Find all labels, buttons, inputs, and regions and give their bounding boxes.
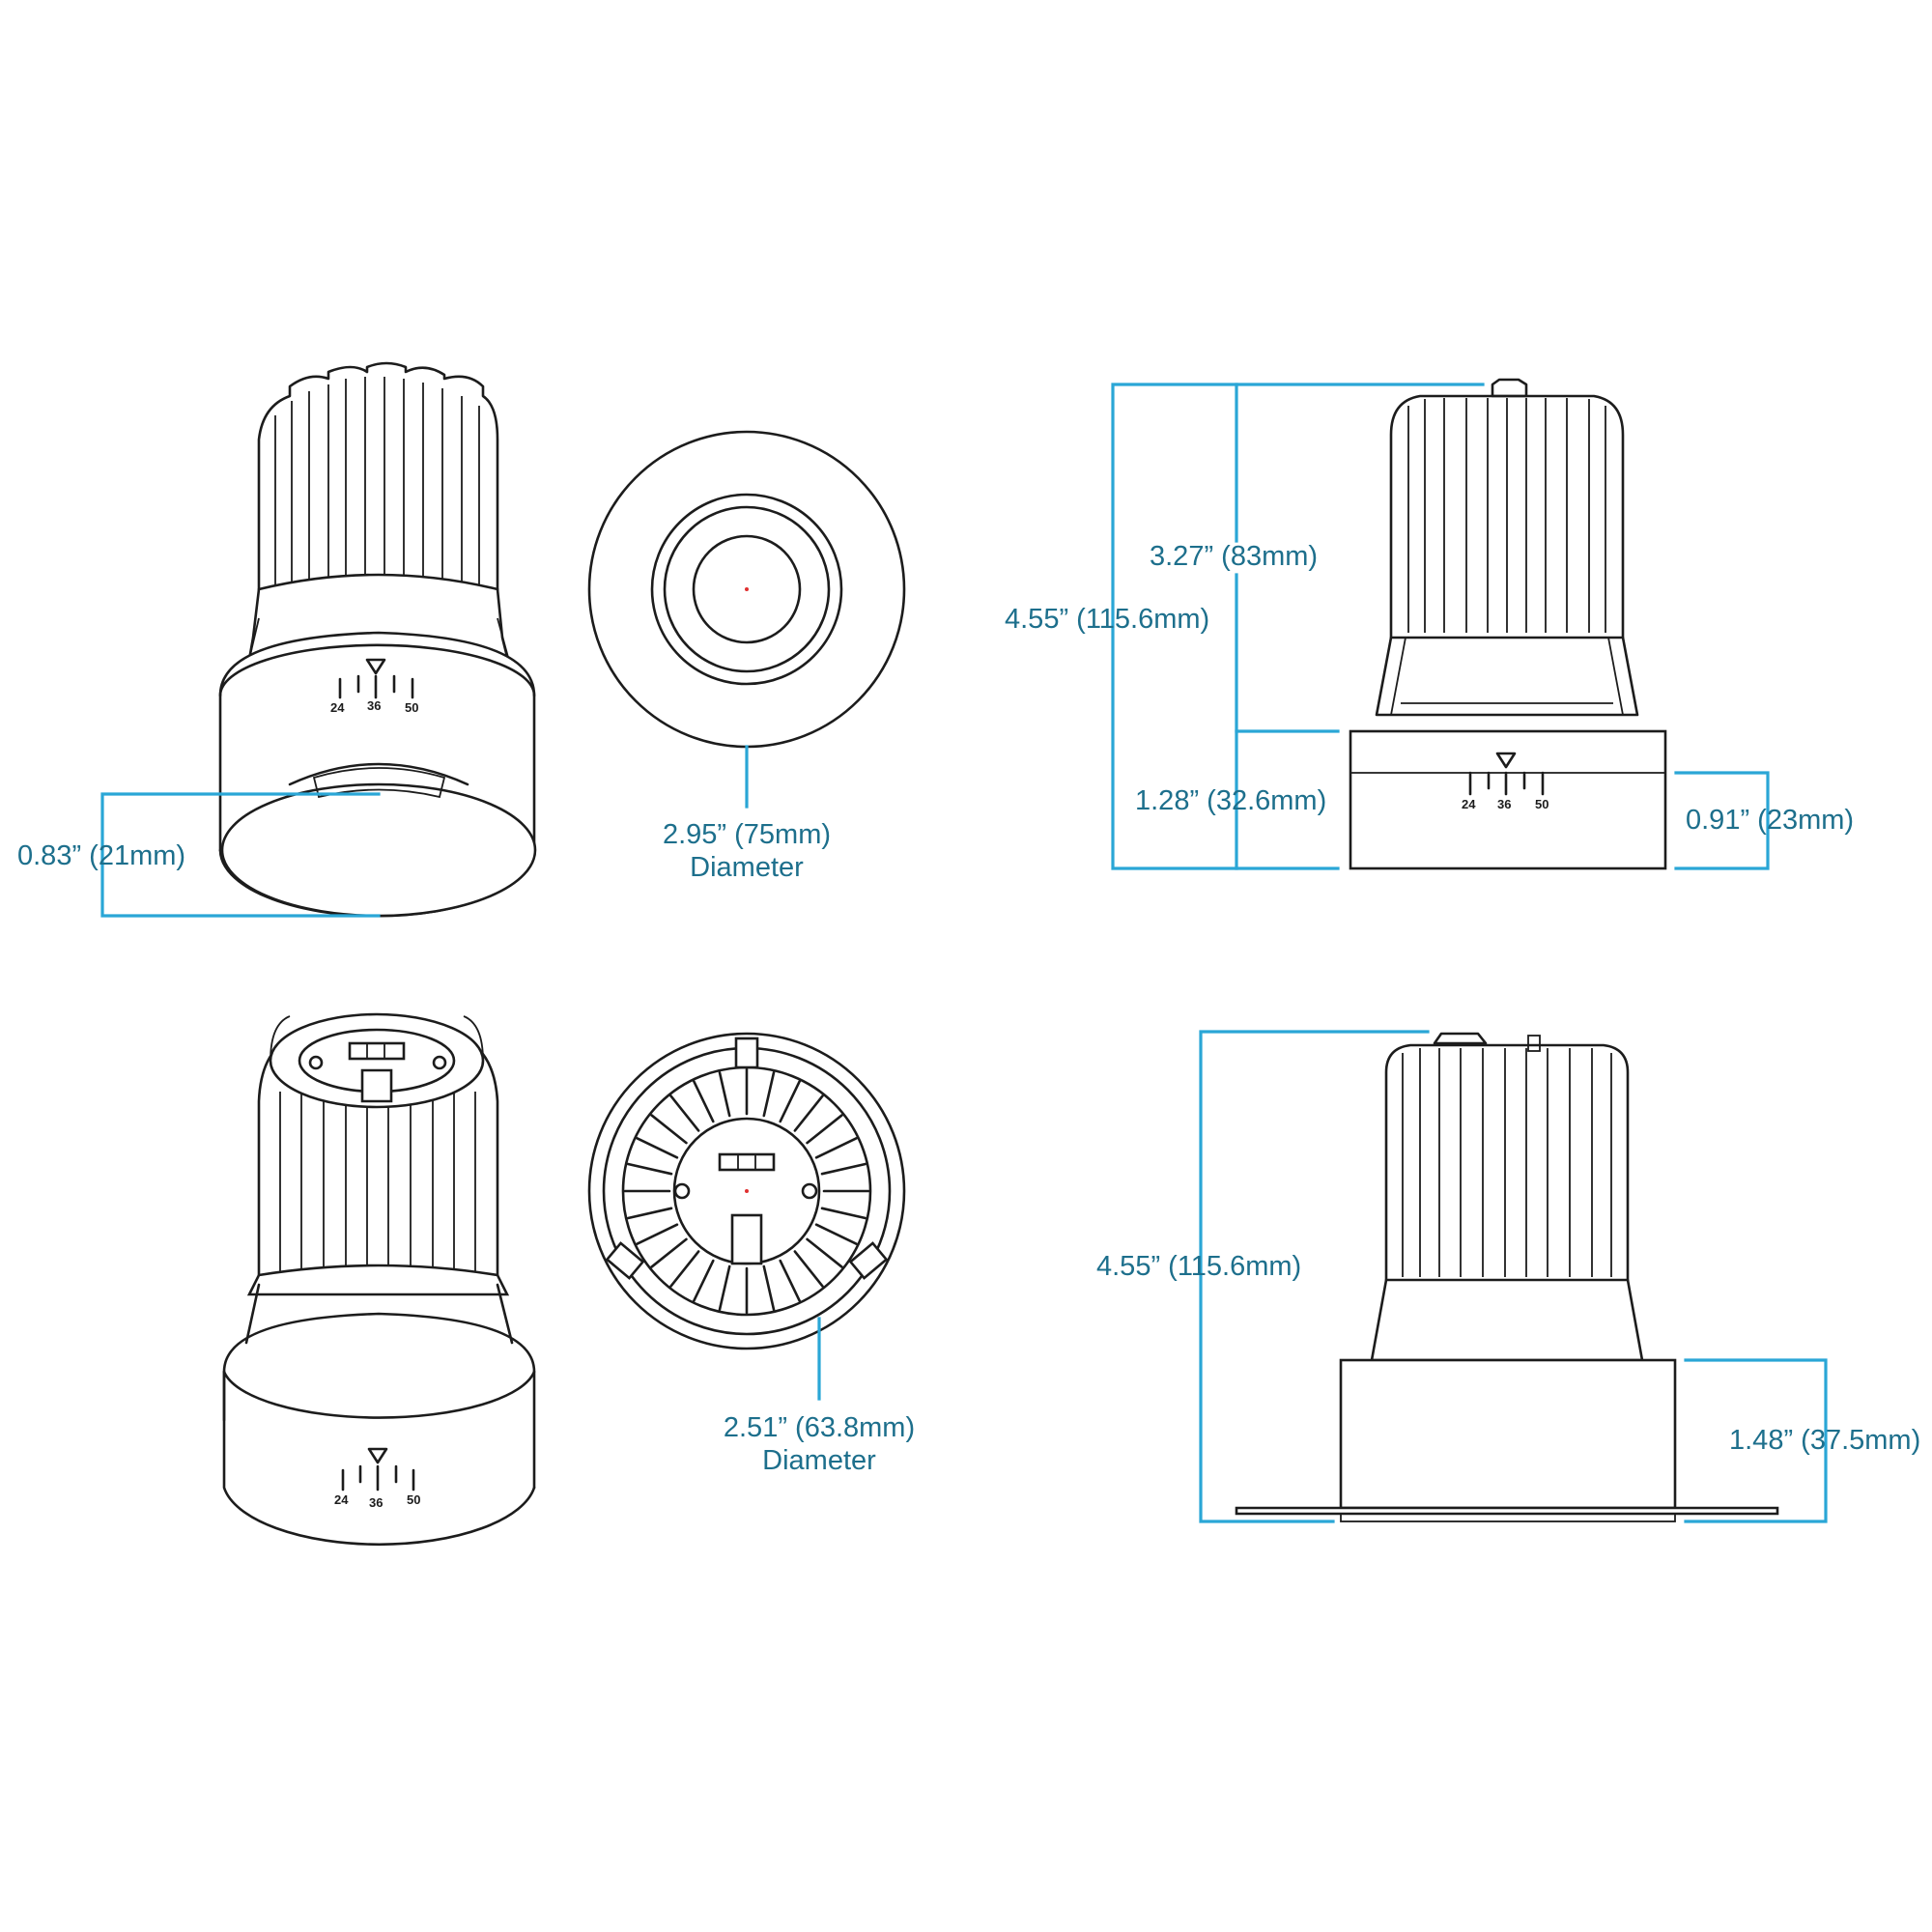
heatsink-fin [718, 1070, 731, 1118]
heatsink-fin [626, 1207, 673, 1220]
dim-label-trim-depth: 0.83” (21mm) [17, 840, 185, 871]
beam-label-50: 50 [407, 1492, 420, 1507]
center-mark [745, 587, 749, 591]
dim-label-trim-height: 1.48” (37.5mm) [1729, 1425, 1920, 1456]
mounting-clip [848, 1241, 889, 1280]
dim-label-diameter-word: Diameter [762, 1445, 876, 1476]
beam-label-36: 36 [367, 698, 381, 713]
dimension-trim-depth: 0.83” (21mm) [17, 792, 381, 918]
heatsink-fin [762, 1070, 776, 1118]
beam-label-36: 36 [369, 1495, 383, 1510]
dimension-trim-height: 1.48” (37.5mm) [1684, 1358, 1920, 1523]
beam-scale: 24 36 50 [334, 1447, 420, 1510]
fin-ring [623, 1067, 870, 1315]
heatsink-fin [814, 1137, 858, 1159]
beam-scale: 24 36 50 [330, 658, 418, 715]
mounting-clip [734, 1037, 759, 1069]
dim-label-housing-height: 3.27” (83mm) [1150, 541, 1318, 572]
center-mark [745, 1189, 749, 1193]
heatsink-fin [762, 1264, 776, 1312]
perspective-view-rear: 24 36 50 [222, 1012, 536, 1547]
perspective-view-front: 24 36 50 0.83” (21mm) [17, 361, 537, 918]
heatsink-fin [669, 1094, 700, 1132]
heatsink-fin [806, 1114, 843, 1145]
heatsink-fin [669, 1250, 700, 1288]
beam-indicator-icon [365, 658, 386, 675]
beam-indicator-icon [1495, 752, 1517, 769]
dim-label-trim-height: 1.28” (32.6mm) [1135, 785, 1326, 816]
dim-label-aperture-depth: 0.91” (23mm) [1686, 805, 1854, 836]
heatsink-fin [779, 1080, 801, 1123]
heatsink-fin [650, 1114, 688, 1145]
heatsink-fin [636, 1137, 679, 1159]
side-view-bottom: 4.55” (115.6mm) 1.48” (37.5mm) [1096, 1030, 1920, 1523]
dimension-overall-height: 4.55” (115.6mm) [1005, 383, 1485, 870]
heatsink-fin [693, 1080, 715, 1123]
heatsink-fin [806, 1237, 843, 1268]
dim-label-overall-height: 4.55” (115.6mm) [1005, 604, 1209, 635]
side-view-top: 24 36 50 4.55” (115.6mm) 3.27” (83mm) 1.… [1005, 378, 1854, 870]
heatsink-fin [636, 1223, 679, 1245]
beam-label-50: 50 [1535, 797, 1548, 811]
dim-label-diameter-word: Diameter [690, 852, 804, 883]
heatsink-fin [793, 1094, 824, 1132]
heatsink-fin [650, 1237, 688, 1268]
dimension-overall-height: 4.55” (115.6mm) [1096, 1030, 1430, 1523]
dim-label-diameter: 2.95” (75mm) [663, 819, 831, 850]
front-view-circle: 2.95” (75mm) Diameter [587, 430, 906, 883]
heatsink-fin [820, 1207, 867, 1220]
beam-indicator-icon [367, 1447, 388, 1464]
heatsink-fin [693, 1259, 715, 1302]
dimension-aperture-depth: 0.91” (23mm) [1674, 771, 1854, 870]
dim-label-diameter: 2.51” (63.8mm) [724, 1412, 915, 1443]
heatsink-fin [820, 1162, 867, 1176]
heatsink-fin [626, 1162, 673, 1176]
beam-label-24: 24 [1462, 797, 1476, 811]
mounting-clip [605, 1241, 645, 1280]
beam-label-50: 50 [405, 700, 418, 715]
beam-scale: 24 36 50 [1462, 752, 1548, 811]
heatsink-fin [814, 1223, 858, 1245]
beam-label-24: 24 [334, 1492, 349, 1507]
beam-label-36: 36 [1497, 797, 1511, 811]
heatsink-fin [793, 1250, 824, 1288]
dim-label-overall-height: 4.55” (115.6mm) [1096, 1251, 1301, 1282]
beam-label-24: 24 [330, 700, 345, 715]
heatsink-fin [779, 1259, 801, 1302]
dimension-housing-height: 3.27” (83mm) [1150, 383, 1340, 870]
rear-view-circle: 2.51” (63.8mm) Diameter [587, 1032, 915, 1476]
heatsink-fin [718, 1264, 731, 1312]
